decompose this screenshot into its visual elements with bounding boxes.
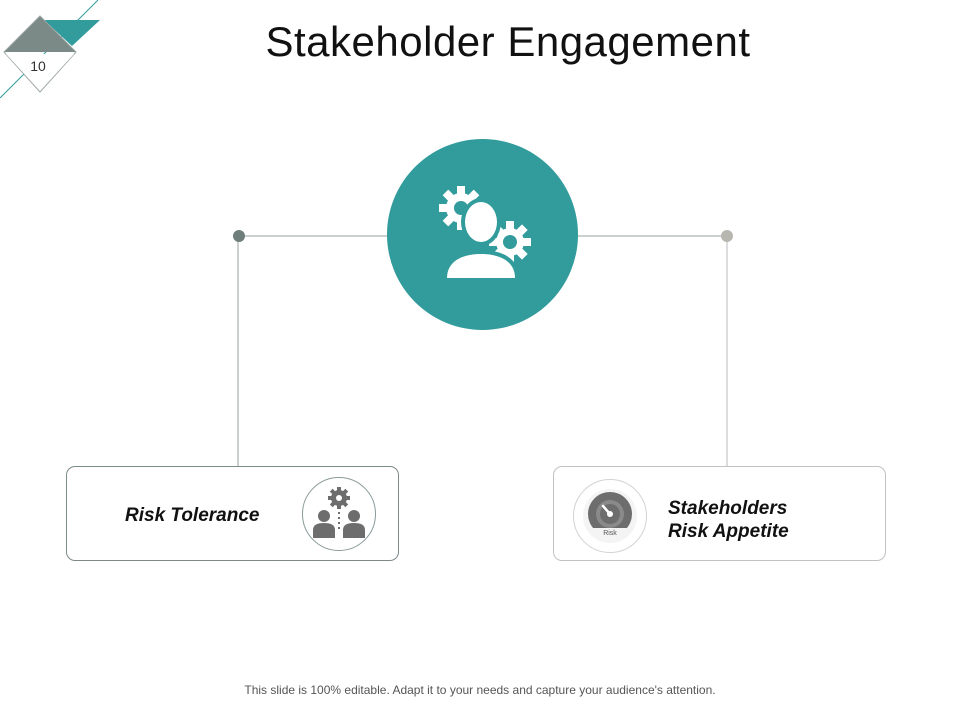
stakeholder-gears-icon <box>438 185 531 280</box>
card-stakeholders-risk-appetite: Risk Stakeholders Risk Appetite <box>553 466 886 561</box>
corner-decoration <box>0 0 100 99</box>
card-label-line-1: Stakeholders <box>668 498 788 519</box>
badge-risk-appetite: Risk <box>573 479 647 553</box>
card-label-line-2: Risk Appetite <box>668 521 789 542</box>
gauge-risk-text: Risk <box>603 530 617 537</box>
card-label-risk-appetite: Stakeholders Risk Appetite <box>668 497 878 543</box>
card-risk-tolerance: Risk Tolerance <box>66 466 399 561</box>
connector-dot-left <box>233 230 245 242</box>
page-number: 10 <box>30 58 46 74</box>
footer-note: This slide is 100% editable. Adapt it to… <box>244 683 716 697</box>
connector-dot-right <box>721 230 733 242</box>
risk-gauge-icon: Risk <box>583 489 637 543</box>
badge-risk-tolerance <box>302 477 376 551</box>
people-gear-icon <box>313 487 365 538</box>
page-title: Stakeholder Engagement <box>265 18 751 65</box>
card-label-risk-tolerance: Risk Tolerance <box>125 505 260 526</box>
hub-circle <box>387 139 578 330</box>
